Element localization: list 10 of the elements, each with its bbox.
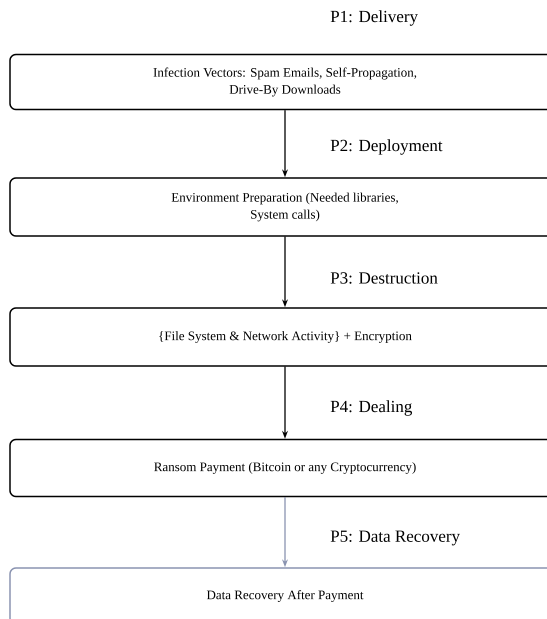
process-box: Ransom Payment (Bitcoin or any Cryptocurrency) xyxy=(9,438,547,498)
phase-label: P1: Delivery xyxy=(330,10,418,26)
phase-label: P5: Data Recovery xyxy=(330,530,460,546)
process-box: {File System & Network Activity} + Encryption xyxy=(9,307,547,367)
process-box: Environment Preparation (Needed libraries, System calls) xyxy=(9,177,547,237)
phase-label: P4: Dealing xyxy=(330,400,412,416)
phase-label: P3: Destruction xyxy=(330,272,438,284)
process-box: Infection Vectors: Spam Emails, Self-Propagation, Drive-By Downloads xyxy=(9,54,547,110)
phase-label: P2: Deployment xyxy=(330,139,442,155)
process-box: Data Recovery After Payment xyxy=(9,567,547,619)
